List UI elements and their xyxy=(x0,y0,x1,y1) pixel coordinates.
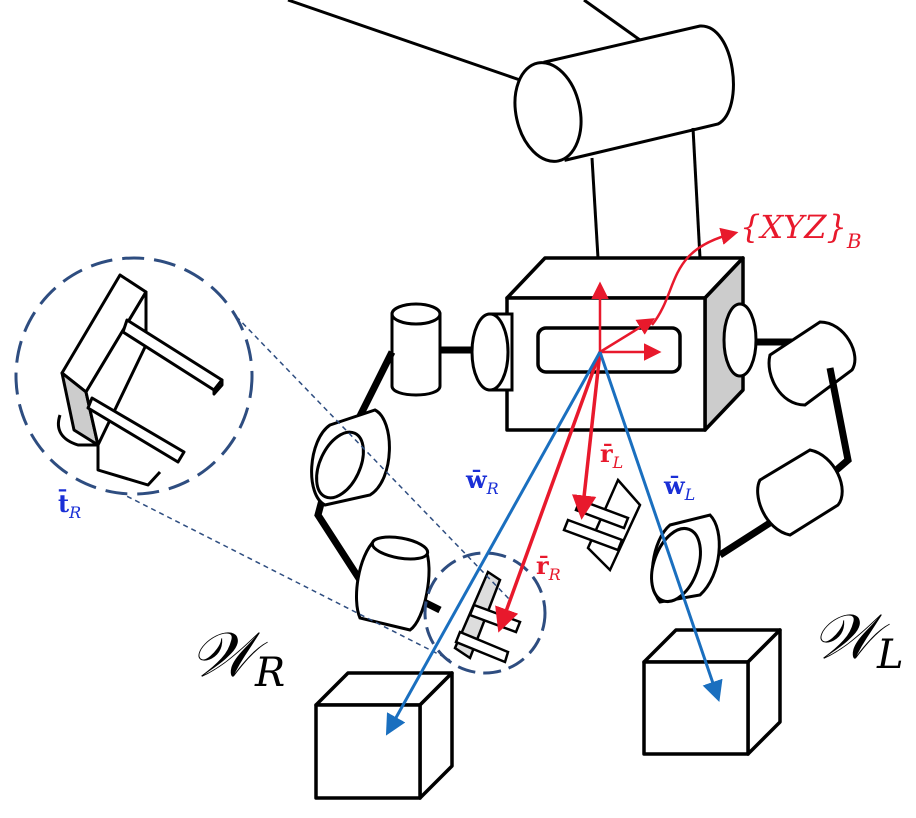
tool-zoom-circle xyxy=(14,256,254,496)
r-right-label: r̄R xyxy=(536,551,561,584)
r-left-label: r̄L xyxy=(600,439,623,472)
vector-w-left xyxy=(598,351,723,702)
vector-r-left xyxy=(571,351,602,520)
workspace-left-box xyxy=(642,628,782,756)
vector-r-right xyxy=(495,351,602,633)
zoomed-tool xyxy=(56,273,224,487)
left-arm xyxy=(650,302,857,604)
t-right-label: t̄R xyxy=(58,489,81,522)
left-gripper xyxy=(562,477,642,573)
vector-w-right xyxy=(385,351,602,736)
w-right-label: w̄R xyxy=(465,465,499,498)
workspace-right-box xyxy=(314,671,454,800)
torso-body xyxy=(505,256,745,432)
right-arm xyxy=(310,302,514,632)
w-left-label: w̄L xyxy=(663,471,695,504)
gripper-zoom-circle xyxy=(423,551,547,675)
zoom-connectors xyxy=(94,309,511,661)
overhead-support xyxy=(287,0,735,259)
right-gripper xyxy=(453,570,522,664)
base-frame-axes xyxy=(591,227,739,361)
workspace-left-label: 𝒲L xyxy=(812,600,904,678)
frame-base-label: {XYZ}B xyxy=(740,208,862,253)
workspace-right-label: 𝒲R xyxy=(190,618,285,696)
